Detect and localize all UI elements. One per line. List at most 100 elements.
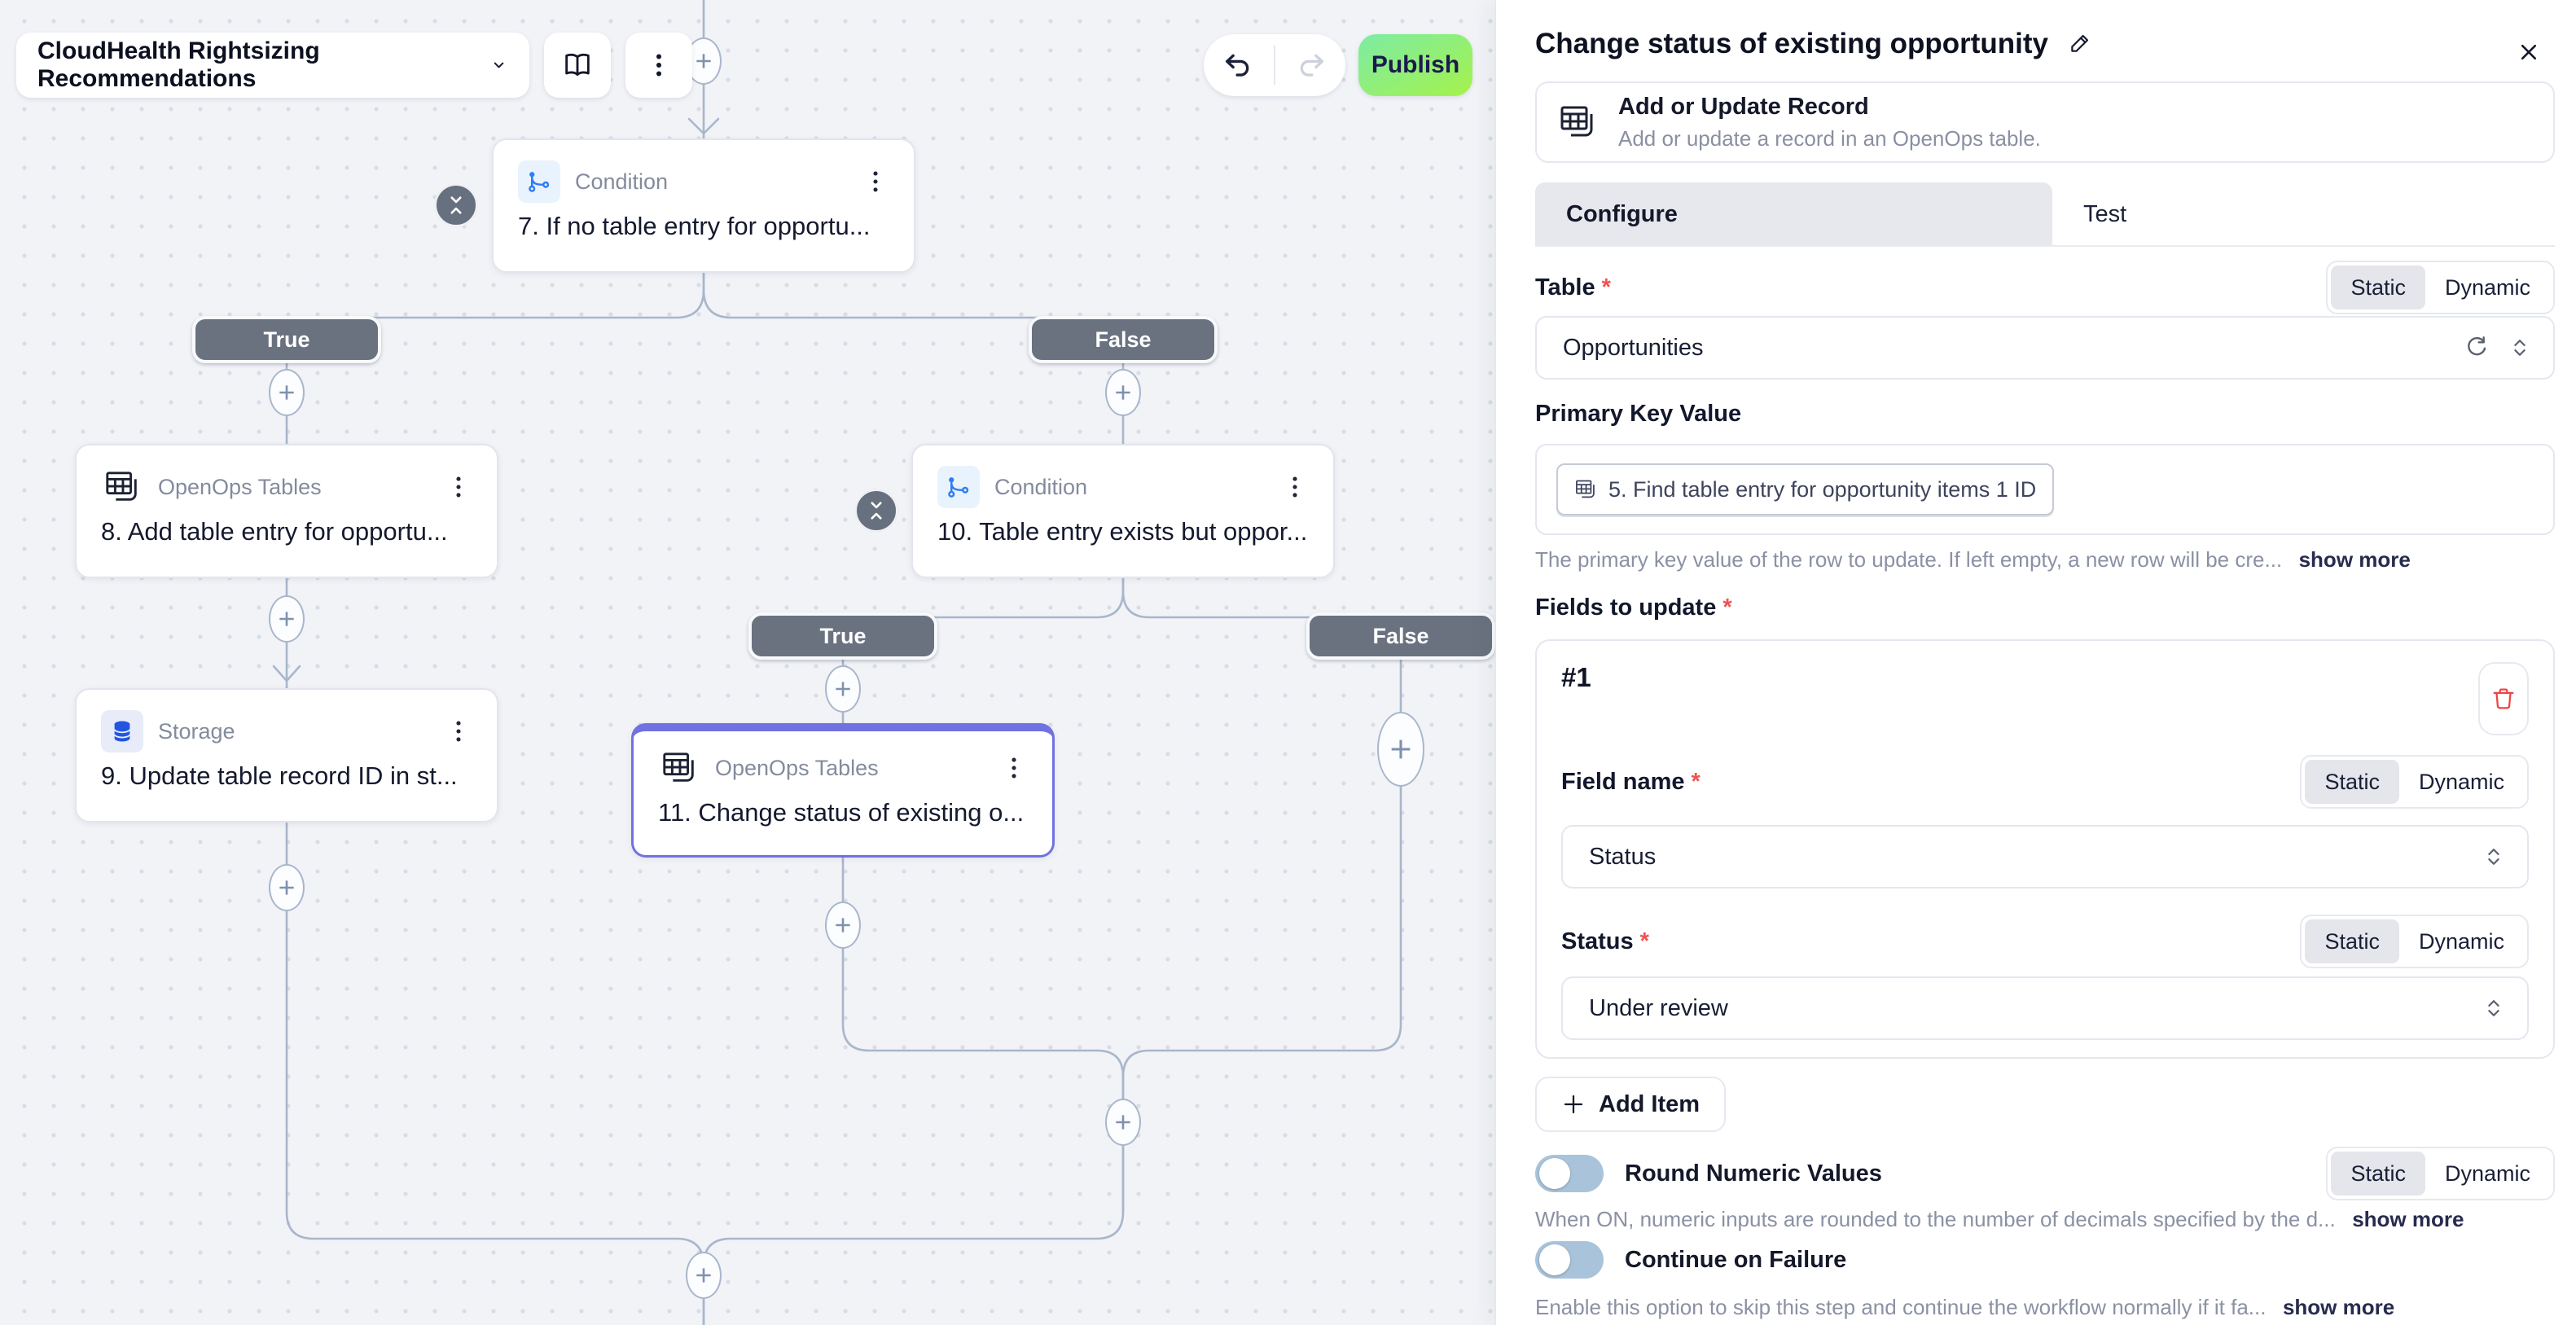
- close-panel-button[interactable]: [2511, 34, 2547, 70]
- node-kind-label: Storage: [158, 718, 235, 744]
- plus-icon: [696, 54, 711, 68]
- add-step-button[interactable]: [825, 665, 861, 713]
- plus-icon: [836, 918, 850, 932]
- undo-icon: [1226, 54, 1249, 77]
- undo-button[interactable]: [1222, 49, 1254, 81]
- pencil-icon: [2071, 34, 2089, 52]
- add-item-button[interactable]: Add Item: [1535, 1077, 1727, 1132]
- divider: [1274, 46, 1275, 85]
- round-numeric-label: Round Numeric Values: [1625, 1160, 1882, 1187]
- node-menu-icon[interactable]: [1000, 754, 1028, 782]
- dynamic-option[interactable]: Dynamic: [2418, 769, 2504, 794]
- flow-edges: [272, 0, 1402, 1325]
- node-menu-icon[interactable]: [1281, 473, 1309, 501]
- branch-label-false: False: [1306, 612, 1495, 660]
- add-step-button[interactable]: [1377, 712, 1424, 787]
- node-9-storage[interactable]: Storage 9. Update table record ID in st.…: [75, 688, 498, 823]
- field-name-value: Status: [1589, 843, 1657, 870]
- collapse-icon: [450, 196, 462, 214]
- refresh-icon[interactable]: [2464, 335, 2490, 361]
- node-menu-icon[interactable]: [445, 473, 472, 501]
- required-marker: *: [1691, 768, 1701, 795]
- node-kind-label: OpenOps Tables: [158, 474, 322, 499]
- tab-configure[interactable]: Configure: [1535, 182, 2052, 246]
- action-summary-card: Add or Update Record Add or update a rec…: [1535, 81, 2555, 163]
- toggle-knob: [1539, 1158, 1570, 1189]
- static-option[interactable]: Static: [2305, 760, 2399, 804]
- node-title: 8. Add table entry for opportu...: [101, 517, 448, 546]
- node-10-condition[interactable]: Condition 10. Table entry exists but opp…: [911, 444, 1335, 578]
- show-more-link[interactable]: show more: [2282, 1295, 2395, 1319]
- show-more-link[interactable]: show more: [2352, 1207, 2464, 1231]
- status-mode-toggle: Static Dynamic: [2300, 915, 2529, 968]
- node-menu-icon[interactable]: [862, 168, 889, 195]
- storage-database-icon: [101, 710, 143, 752]
- action-description: Add or update a record in an OpenOps tab…: [1618, 125, 2041, 151]
- node-title: 7. If no table entry for opportu...: [518, 212, 871, 240]
- add-step-button[interactable]: [686, 1252, 722, 1299]
- status-select[interactable]: Under review: [1561, 976, 2529, 1040]
- static-option[interactable]: Static: [2331, 1152, 2425, 1196]
- add-step-button[interactable]: [269, 864, 305, 911]
- branch-label-true: True: [748, 612, 937, 660]
- plus-icon: [279, 612, 294, 626]
- plus-icon: [1116, 385, 1130, 400]
- tabs-underline: [1535, 245, 2555, 247]
- undo-redo-group: [1204, 34, 1345, 96]
- continue-on-failure-label: Continue on Failure: [1625, 1246, 1847, 1273]
- round-numeric-toggle[interactable]: [1535, 1155, 1604, 1192]
- redo-button[interactable]: [1295, 49, 1327, 81]
- flow-canvas[interactable]: True False True False Condition 7. If no…: [0, 0, 1495, 1325]
- table-field-label: Table*: [1535, 274, 1611, 301]
- dynamic-option[interactable]: Dynamic: [2444, 274, 2530, 300]
- plus-icon: [279, 880, 294, 895]
- add-step-button[interactable]: [825, 902, 861, 949]
- workflow-name: CloudHealth Rightsizing Recommendations: [37, 37, 320, 92]
- node-8-openops-tables[interactable]: OpenOps Tables 8. Add table entry for op…: [75, 444, 498, 578]
- node-11-openops-tables-selected[interactable]: OpenOps Tables 11. Change status of exis…: [631, 723, 1055, 858]
- select-chevrons-icon: [2488, 1000, 2499, 1016]
- dynamic-option[interactable]: Dynamic: [2444, 1160, 2530, 1186]
- node-kind-label: OpenOps Tables: [715, 755, 879, 780]
- field-name-select[interactable]: Status: [1561, 825, 2529, 888]
- workflow-menu-button[interactable]: [625, 33, 692, 98]
- branch-label-true: True: [192, 316, 381, 363]
- table-select[interactable]: Opportunities: [1535, 316, 2555, 380]
- add-step-button[interactable]: [1105, 1099, 1141, 1146]
- status-label: Status*: [1561, 928, 1649, 954]
- toggle-knob: [1539, 1244, 1570, 1275]
- node-7-condition[interactable]: Condition 7. If no table entry for oppor…: [492, 138, 915, 273]
- collapse-branch-button[interactable]: [434, 183, 478, 227]
- workflow-name-dropdown[interactable]: CloudHealth Rightsizing Recommendations: [16, 33, 529, 98]
- show-more-link[interactable]: show more: [2298, 547, 2411, 572]
- node-menu-icon[interactable]: [445, 717, 472, 745]
- round-numeric-help: When ON, numeric inputs are rounded to t…: [1535, 1207, 2336, 1231]
- add-step-button[interactable]: [269, 595, 305, 643]
- static-option[interactable]: Static: [2305, 919, 2399, 963]
- step-output-chip[interactable]: 5. Find table entry for opportunity item…: [1556, 463, 2055, 516]
- tab-test[interactable]: Test: [2083, 200, 2127, 227]
- continue-on-failure-help: Enable this option to skip this step and…: [1535, 1295, 2267, 1319]
- select-chevrons-icon: [2514, 340, 2526, 356]
- rename-step-button[interactable]: [2066, 31, 2092, 57]
- tables-icon: [1560, 106, 1593, 137]
- docs-button[interactable]: [544, 33, 611, 98]
- redo-icon: [1300, 54, 1323, 77]
- add-step-button[interactable]: [1105, 369, 1141, 416]
- continue-on-failure-toggle[interactable]: [1535, 1241, 1604, 1279]
- dynamic-option[interactable]: Dynamic: [2418, 928, 2504, 954]
- delete-item-button[interactable]: [2478, 662, 2529, 735]
- node-kind-label: Condition: [994, 474, 1088, 499]
- condition-branch-icon: [518, 160, 560, 203]
- add-step-button[interactable]: [269, 369, 305, 416]
- add-item-label: Add Item: [1599, 1090, 1701, 1117]
- static-option[interactable]: Static: [2331, 265, 2425, 309]
- required-marker: *: [1601, 274, 1611, 301]
- plus-icon: [1391, 739, 1411, 759]
- condition-branch-icon: [937, 466, 980, 508]
- required-marker: *: [1639, 928, 1649, 954]
- publish-button[interactable]: Publish: [1358, 34, 1472, 96]
- primary-key-input[interactable]: 5. Find table entry for opportunity item…: [1535, 444, 2555, 535]
- collapse-branch-button[interactable]: [854, 489, 898, 533]
- plus-icon: [1116, 1115, 1130, 1130]
